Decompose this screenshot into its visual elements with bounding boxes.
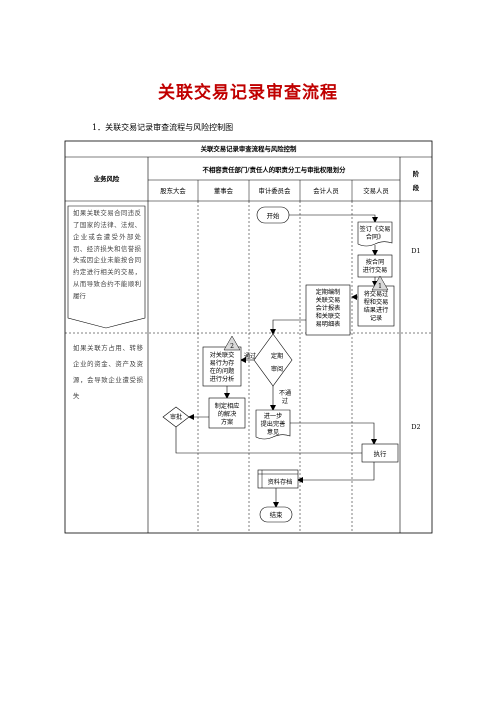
prepare-report-label-4: 和关联交: [316, 312, 341, 320]
start-label: 开始: [267, 211, 280, 220]
approve-label: 审批: [170, 413, 182, 421]
execute-trade-label-2: 进行交易: [363, 266, 388, 274]
analyze-label-2: 易行为存: [210, 359, 235, 367]
section-heading: 1．关联交易记录审查流程与风险控制图: [92, 123, 234, 132]
solution-box: [208, 397, 246, 429]
execute-trade-label-1: 按合同: [366, 258, 385, 266]
approve-diamond: [162, 406, 190, 428]
prepare-report-box: [305, 284, 351, 336]
prepare-report-label-1: 定期编制: [316, 288, 341, 296]
stage-header-bottom: 段: [412, 184, 420, 192]
opinion-label-3: 意见: [267, 428, 279, 436]
risk-description-2: 如果关联方占用、转移企业的资金、资产及资源，会导致企业遭受损失: [73, 344, 143, 401]
analyze-label-1: 对关联交: [210, 351, 235, 359]
prepare-report-label-2: 关联交易: [316, 296, 341, 304]
sign-contract-document: [357, 221, 393, 247]
execute-trade-box: [357, 254, 393, 278]
dept-audit-committee: 审计委员会: [258, 187, 291, 195]
solution-label-2: 的解决: [218, 410, 237, 418]
risk-marker-1: [371, 275, 389, 291]
sign-contract-label-1: 签订《交易: [360, 225, 391, 233]
end-terminator: [259, 506, 293, 523]
page-title: 关联交易记录审查流程: [158, 83, 338, 103]
prepare-report-label-3: 会计报表: [316, 304, 341, 312]
execute-label: 执行: [374, 449, 387, 458]
table-title: 关联交易记录审查流程与风险控制: [200, 145, 297, 153]
record-trade-label-3: 结果进行: [364, 306, 389, 314]
stage-d1: D1: [411, 247, 421, 255]
stage-header-top: 阶: [412, 170, 420, 178]
analyze-label-4: 进行分析: [210, 375, 235, 383]
dept-accountant: 会计人员: [313, 187, 339, 195]
prepare-report-label-5: 易明细表: [316, 320, 341, 328]
start-terminator: [256, 206, 290, 224]
risk-shape: [67, 205, 146, 329]
stage-d2: D2: [411, 423, 421, 431]
table-border: [64, 140, 433, 534]
connectors: [175, 214, 378, 508]
end-label: 结束: [270, 510, 283, 519]
dept-shareholders: 股东大会: [160, 187, 186, 195]
record-trade-label-1: 将交易过: [364, 290, 389, 298]
fail-label-2: 过: [282, 397, 288, 405]
lane-dividers: [65, 201, 432, 533]
archive-label: 资料存档: [268, 478, 293, 486]
risk-marker-2-label: 2: [230, 343, 234, 350]
execute-box: [361, 443, 399, 463]
record-trade-box: [357, 285, 395, 327]
review-decision-label-1: 定期: [271, 352, 283, 360]
opinion-label-2: 提出完善: [261, 420, 286, 428]
dept-trader: 交易人员: [363, 187, 389, 195]
analyze-label-3: 在的问题: [210, 367, 235, 375]
risk-marker-2: [223, 335, 241, 351]
division-header: 不相容责任部门/责任人的职责分工与审批权限划分: [202, 166, 346, 174]
review-decision-label-2: 审阅: [271, 365, 283, 373]
opinion-document: [255, 409, 291, 440]
sign-contract-label-2: 合同》: [366, 233, 385, 241]
solution-label-1: 制定相应: [215, 402, 240, 410]
risk-marker-1-label: 1: [378, 283, 382, 290]
record-trade-label-4: 记录: [370, 314, 382, 322]
risk-description-1: 如果关联交易合同违反了国家的法律、法规、企业或会遭受外部处罚、经济损失和信誉损失…: [73, 209, 141, 300]
review-decision-diamond: [253, 333, 293, 387]
opinion-label-1: 进一步: [264, 412, 283, 420]
dept-board: 董事会: [213, 187, 234, 195]
pass-label: 通过: [244, 352, 256, 360]
analyze-box: [202, 346, 242, 387]
archive-box: [257, 469, 299, 489]
fail-label-1: 不通: [279, 389, 291, 397]
risk-header: 业务风险: [93, 175, 120, 183]
record-trade-label-2: 程和交易: [364, 298, 389, 306]
solution-label-3: 方案: [221, 418, 234, 426]
